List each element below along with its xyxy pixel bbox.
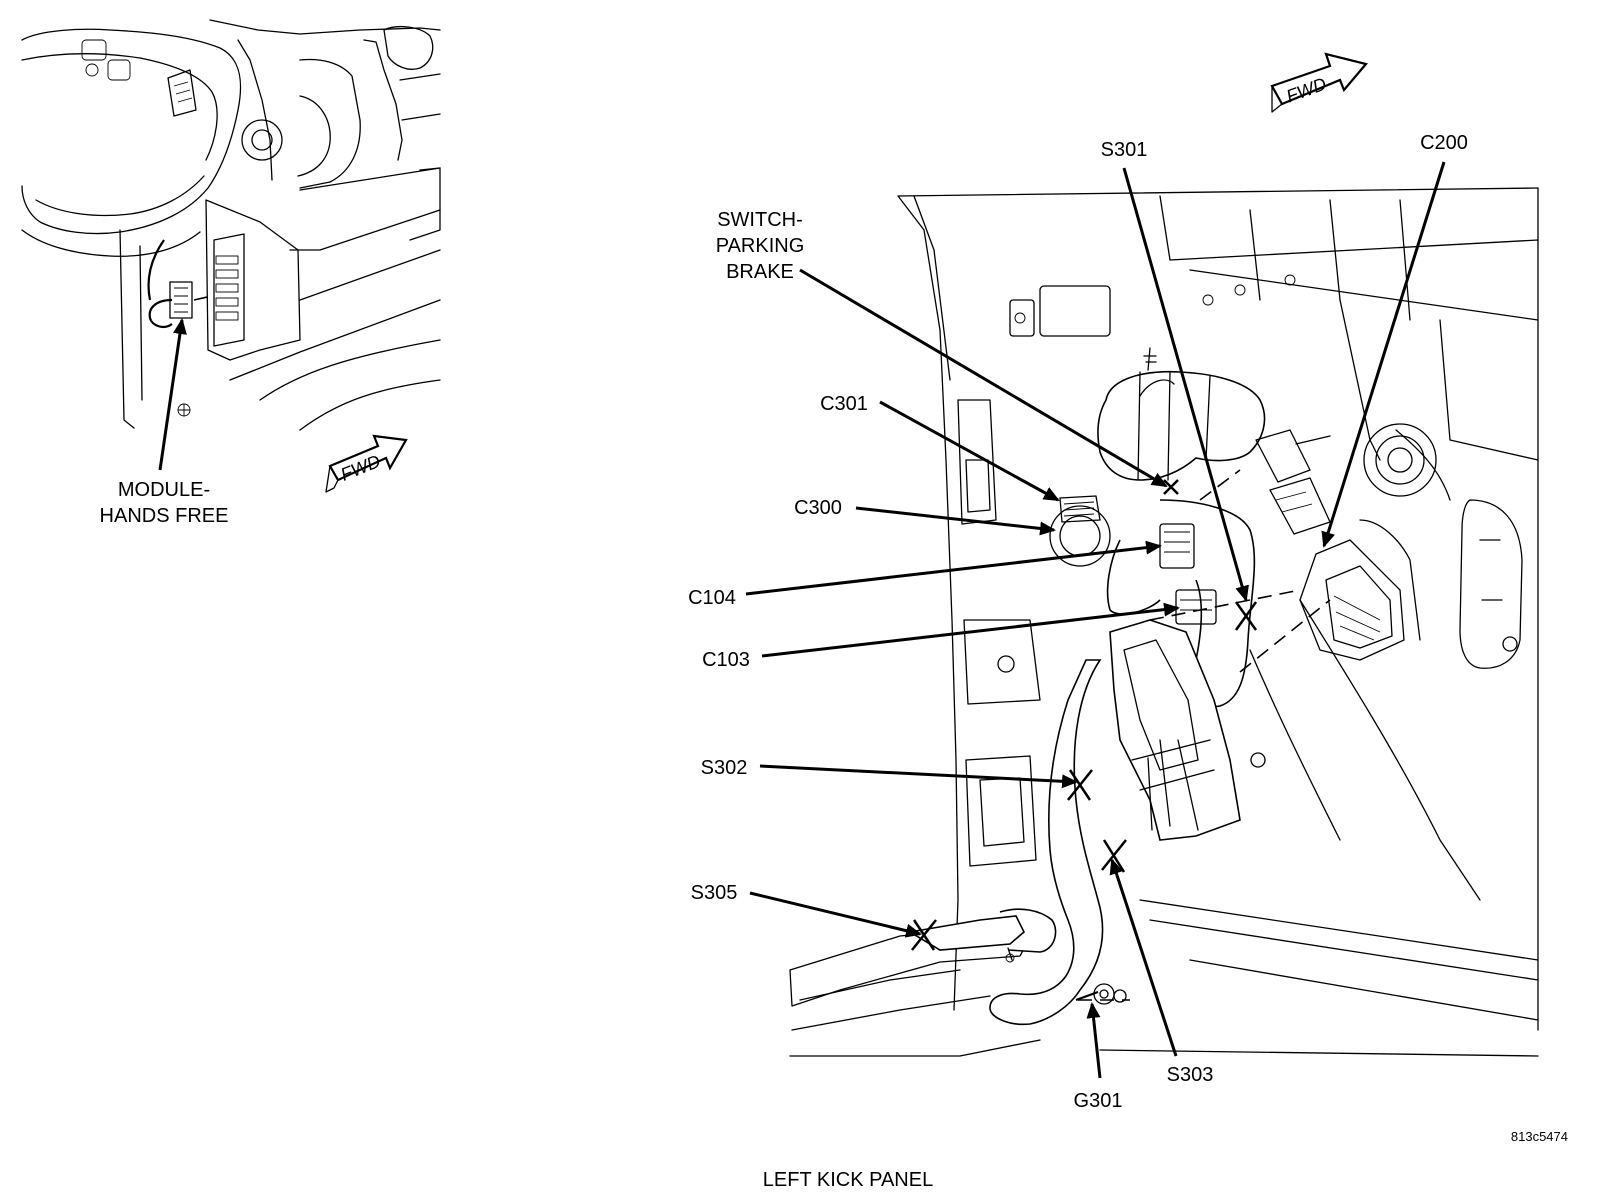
switch-parking-brake-label-line1: SWITCH- <box>717 209 803 231</box>
s305-leader <box>749 891 922 938</box>
s302-label: S302 <box>701 757 748 779</box>
s302-leader <box>759 764 1078 789</box>
g301-leader <box>1086 1002 1102 1079</box>
inset-drawing <box>21 19 441 471</box>
c104-leader <box>745 540 1162 596</box>
c104-label: C104 <box>688 587 736 609</box>
s303-label: S303 <box>1167 1064 1214 1086</box>
c103-label: C103 <box>702 649 750 671</box>
c300-label: C300 <box>794 497 842 519</box>
module-hands-free-label-line2: HANDS FREE <box>100 505 229 527</box>
main-drawing <box>789 187 1539 1057</box>
switch-parking-brake-label-line3: BRAKE <box>726 261 794 283</box>
switch-parking-brake-label-line2: PARKING <box>716 235 805 257</box>
s303-leader <box>1109 858 1178 1057</box>
s305-label: S305 <box>691 882 738 904</box>
leader-lines <box>745 161 1446 1079</box>
switch-parking-brake-leader <box>799 268 1168 488</box>
c301-label: C301 <box>820 393 868 415</box>
s301-leader <box>1122 167 1249 602</box>
s301-label: S301 <box>1101 139 1148 161</box>
c200-label: C200 <box>1420 132 1468 154</box>
inset-fwd-arrow: FWD <box>325 434 408 493</box>
main-fwd-arrow: FWD <box>1270 52 1368 113</box>
c301-leader <box>879 400 1060 502</box>
c200-leader <box>1321 161 1446 548</box>
figure-id: 813c5474 <box>1511 1129 1568 1144</box>
diagram-caption: LEFT KICK PANEL <box>763 1169 933 1191</box>
inset-fwd-label: FWD <box>338 451 383 485</box>
c103-leader <box>761 602 1180 658</box>
g301-label: G301 <box>1074 1090 1123 1112</box>
c300-leader <box>855 506 1056 536</box>
module-hands-free-label-line1: MODULE- <box>118 479 210 501</box>
